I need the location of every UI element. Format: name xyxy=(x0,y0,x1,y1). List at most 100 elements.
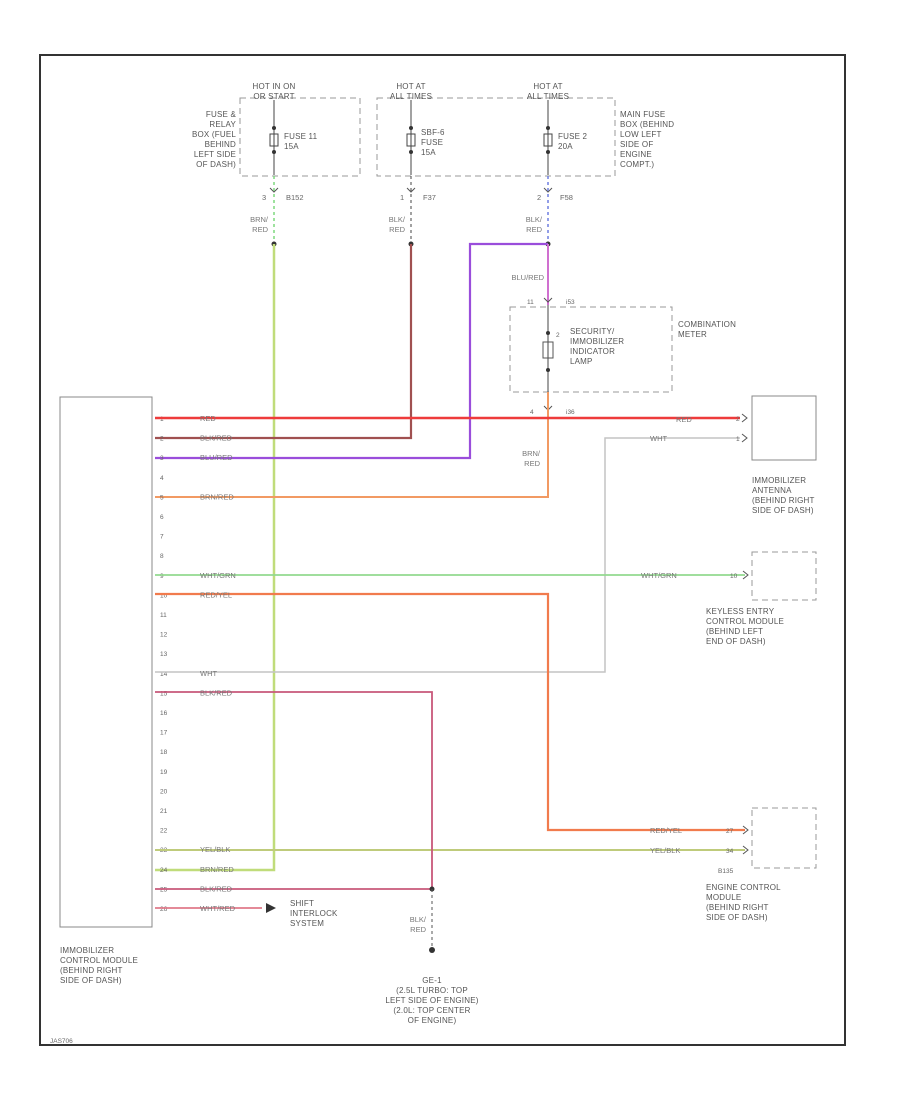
module-pin-12: 12 xyxy=(160,632,168,639)
fuse-box-right xyxy=(376,97,616,177)
meter-lamp-dot xyxy=(546,368,550,372)
ecm-wire1-label: RED/YEL xyxy=(650,826,682,835)
wire-brn-red-vertical xyxy=(155,244,276,872)
module-pin-4: 4 xyxy=(160,475,164,482)
module-pin-9: 9 xyxy=(160,573,164,580)
module-wire-label-pin-25: BLK/RED xyxy=(200,884,233,893)
module-pin-14: 14 xyxy=(160,671,168,678)
module-pin-18: 18 xyxy=(160,749,168,756)
module-pin-19: 19 xyxy=(160,769,168,776)
connector-antenna-red xyxy=(741,413,748,423)
wire-label-blu-red-meter: BLU/RED xyxy=(511,273,544,282)
wire-label-blk-red-top-2: BLK/RED xyxy=(526,215,543,234)
module-pin-24: 24 xyxy=(160,867,168,874)
module-wire-label-pin-14: WHT xyxy=(200,669,217,678)
diagram-code: JAS706 xyxy=(50,1038,73,1045)
module-pin-7: 7 xyxy=(160,534,164,541)
connector-keyless xyxy=(742,570,749,580)
wire-label-ground: BLK/RED xyxy=(410,915,427,934)
keyless-module-box xyxy=(751,551,817,601)
connector-f58 xyxy=(543,187,553,193)
ecm-pin1: 27 xyxy=(726,828,734,835)
module-wire-label-pin-15: BLK/RED xyxy=(200,688,233,697)
conn-b152: B152 xyxy=(286,193,304,202)
conn-f37: F37 xyxy=(423,193,436,202)
keyless-pin: 10 xyxy=(730,573,738,580)
module-pin-8: 8 xyxy=(160,553,164,560)
wire-red-yel-ecm xyxy=(155,592,745,832)
fuse-right xyxy=(543,100,553,175)
fuse-middle xyxy=(406,100,416,175)
wire-blk-red-vertical xyxy=(155,244,413,440)
conn-b152-pin: 3 xyxy=(262,193,266,202)
module-pin-5: 5 xyxy=(160,494,164,501)
immobilizer-antenna-box xyxy=(751,395,817,461)
module-pin-13: 13 xyxy=(160,651,168,658)
module-pin-21: 21 xyxy=(160,808,168,815)
module-wire-label-pin-2: BLK/RED xyxy=(200,434,233,443)
meter-pin-top-conn: i53 xyxy=(566,299,575,306)
conn-f37-pin: 1 xyxy=(400,193,404,202)
ecm-wire2-label: YEL/BLK xyxy=(650,846,680,855)
module-pin-3: 3 xyxy=(160,455,164,462)
connector-f37 xyxy=(406,187,416,193)
combination-meter-box xyxy=(509,306,673,393)
ground-symbol xyxy=(429,947,435,953)
module-pin-labels: 1234567891011121314151617181920212223242… xyxy=(160,416,168,913)
module-pin-15: 15 xyxy=(160,690,168,697)
module-wire-label-pin-26: WHT/RED xyxy=(200,904,236,913)
immobilizer-module-box xyxy=(59,396,153,928)
module-wire-label-pin-3: BLU/RED xyxy=(200,453,233,462)
conn-f58: F58 xyxy=(560,193,573,202)
module-pin-25: 25 xyxy=(160,886,168,893)
wire-label-blk-red-top: BLK/RED xyxy=(389,215,406,234)
connector-b152 xyxy=(269,187,279,193)
antenna-red-label: RED xyxy=(676,415,692,424)
module-wire-label-pin-5: BRN/RED xyxy=(200,492,234,501)
wire-label-brn-red-meter: BRN/RED xyxy=(522,449,541,468)
module-pin-16: 16 xyxy=(160,710,168,717)
conn-f58-pin: 2 xyxy=(537,193,541,202)
connector-ecm-2 xyxy=(742,845,749,855)
meter-pin-bottom: 4 xyxy=(530,409,534,416)
module-pin-20: 20 xyxy=(160,788,168,795)
wire-brn-red-meter-out xyxy=(155,392,549,498)
module-wire-label-pin-24: BRN/RED xyxy=(200,865,234,874)
meter-lamp-symbol xyxy=(542,341,554,359)
connector-ecm-1 xyxy=(742,825,749,835)
wire-blu-red-vertical xyxy=(155,242,548,460)
fuse-left xyxy=(269,100,279,175)
wire-blk-red-ground xyxy=(155,691,433,890)
wire-label-brn-red-top: BRN/RED xyxy=(250,215,269,234)
module-pin-26: 26 xyxy=(160,906,168,913)
module-wire-label-pin-1: RED xyxy=(200,414,216,423)
antenna-wht-pin: 1 xyxy=(736,436,740,443)
arrow-shift-interlock xyxy=(266,903,276,913)
module-pin-11: 11 xyxy=(160,612,167,619)
module-wire-label-pin-9: WHT/GRN xyxy=(200,571,236,580)
diagram-frame xyxy=(39,54,846,1046)
module-pin-17: 17 xyxy=(160,730,168,737)
ecm-conn: B135 xyxy=(718,868,734,875)
module-pin-22: 22 xyxy=(160,828,168,835)
antenna-red-pin: 2 xyxy=(736,416,740,423)
meter-pin-top: 11 xyxy=(527,299,534,306)
wire-wht-antenna xyxy=(155,437,740,673)
module-wire-label-pin-23: YEL/BLK xyxy=(200,845,230,854)
connector-meter-top xyxy=(543,297,553,303)
